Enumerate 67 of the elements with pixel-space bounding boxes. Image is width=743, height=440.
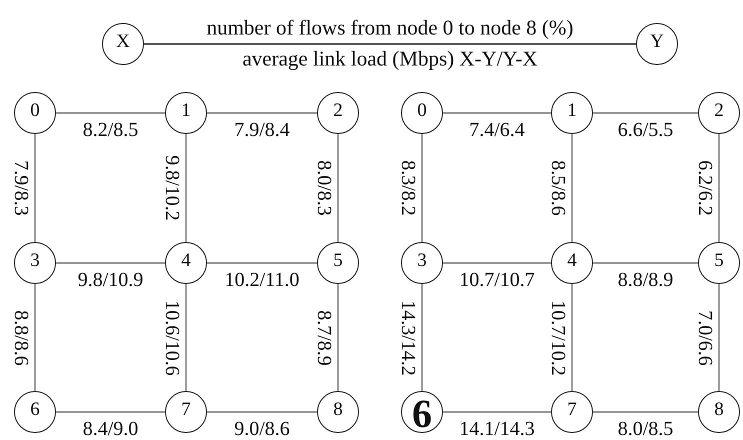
connector-line <box>185 134 187 242</box>
connector-line <box>718 284 720 391</box>
node-number: 0 <box>30 100 40 120</box>
node-number: 3 <box>30 250 40 270</box>
node-number: 7 <box>567 400 577 418</box>
node-circle <box>551 242 593 284</box>
connector-line <box>144 43 636 45</box>
node-circle <box>14 242 56 284</box>
connector-line <box>56 262 165 264</box>
node-number: 7 <box>181 400 191 418</box>
connector-line <box>337 284 339 391</box>
legend-caption: average link load (Mbps) X-Y/Y-X <box>241 48 539 70</box>
node-circle <box>401 391 443 433</box>
node-number: 2 <box>714 100 724 120</box>
connector-line <box>443 112 551 114</box>
node-number: 8 <box>333 400 343 418</box>
node-number: 5 <box>333 250 343 270</box>
connector-line <box>207 262 317 264</box>
connector-line <box>56 112 165 114</box>
node-number: 6 <box>30 400 40 418</box>
connector-line <box>207 112 317 114</box>
connector-line <box>207 411 317 413</box>
node-circle <box>698 242 740 284</box>
node-number: X <box>116 32 130 50</box>
node-number: 4 <box>181 250 191 270</box>
node-number: 4 <box>567 250 577 270</box>
connector-line <box>593 411 698 413</box>
node-number: 8 <box>714 400 724 418</box>
node-circle <box>317 391 359 433</box>
node-circle <box>165 391 207 433</box>
node-circle <box>317 242 359 284</box>
node-circle <box>636 23 678 65</box>
connector-line <box>571 284 573 391</box>
node-circle <box>165 92 207 134</box>
node-circle <box>317 92 359 134</box>
node-number: Y <box>650 32 664 50</box>
node-circle <box>698 92 740 134</box>
node-number: 0 <box>417 100 427 120</box>
connector-line <box>34 134 36 242</box>
connector-line <box>718 134 720 242</box>
node-number: 1 <box>181 100 191 120</box>
connector-line <box>56 411 165 413</box>
node-number: 3 <box>417 250 427 270</box>
node-number: 5 <box>714 250 724 270</box>
node-circle <box>401 242 443 284</box>
node-circle <box>401 92 443 134</box>
node-circle <box>14 391 56 433</box>
node-circle <box>551 391 593 433</box>
connector-line <box>443 262 551 264</box>
node-number: 1 <box>567 100 577 120</box>
node-circle <box>14 92 56 134</box>
connector-line <box>34 284 36 391</box>
node-number: 6 <box>412 394 432 434</box>
node-circle <box>165 242 207 284</box>
connector-line <box>185 284 187 391</box>
connector-line <box>571 134 573 242</box>
node-circle <box>102 23 144 65</box>
connector-line <box>593 262 698 264</box>
node-number: 2 <box>333 100 343 120</box>
node-circle <box>551 92 593 134</box>
node-circle <box>698 391 740 433</box>
connector-line <box>337 134 339 242</box>
connector-line <box>421 284 423 391</box>
connector-line <box>593 112 698 114</box>
connector-line <box>443 411 551 413</box>
connector-line <box>421 134 423 242</box>
edge-label: number of flows from node 0 to node 8 (%) <box>206 18 574 38</box>
